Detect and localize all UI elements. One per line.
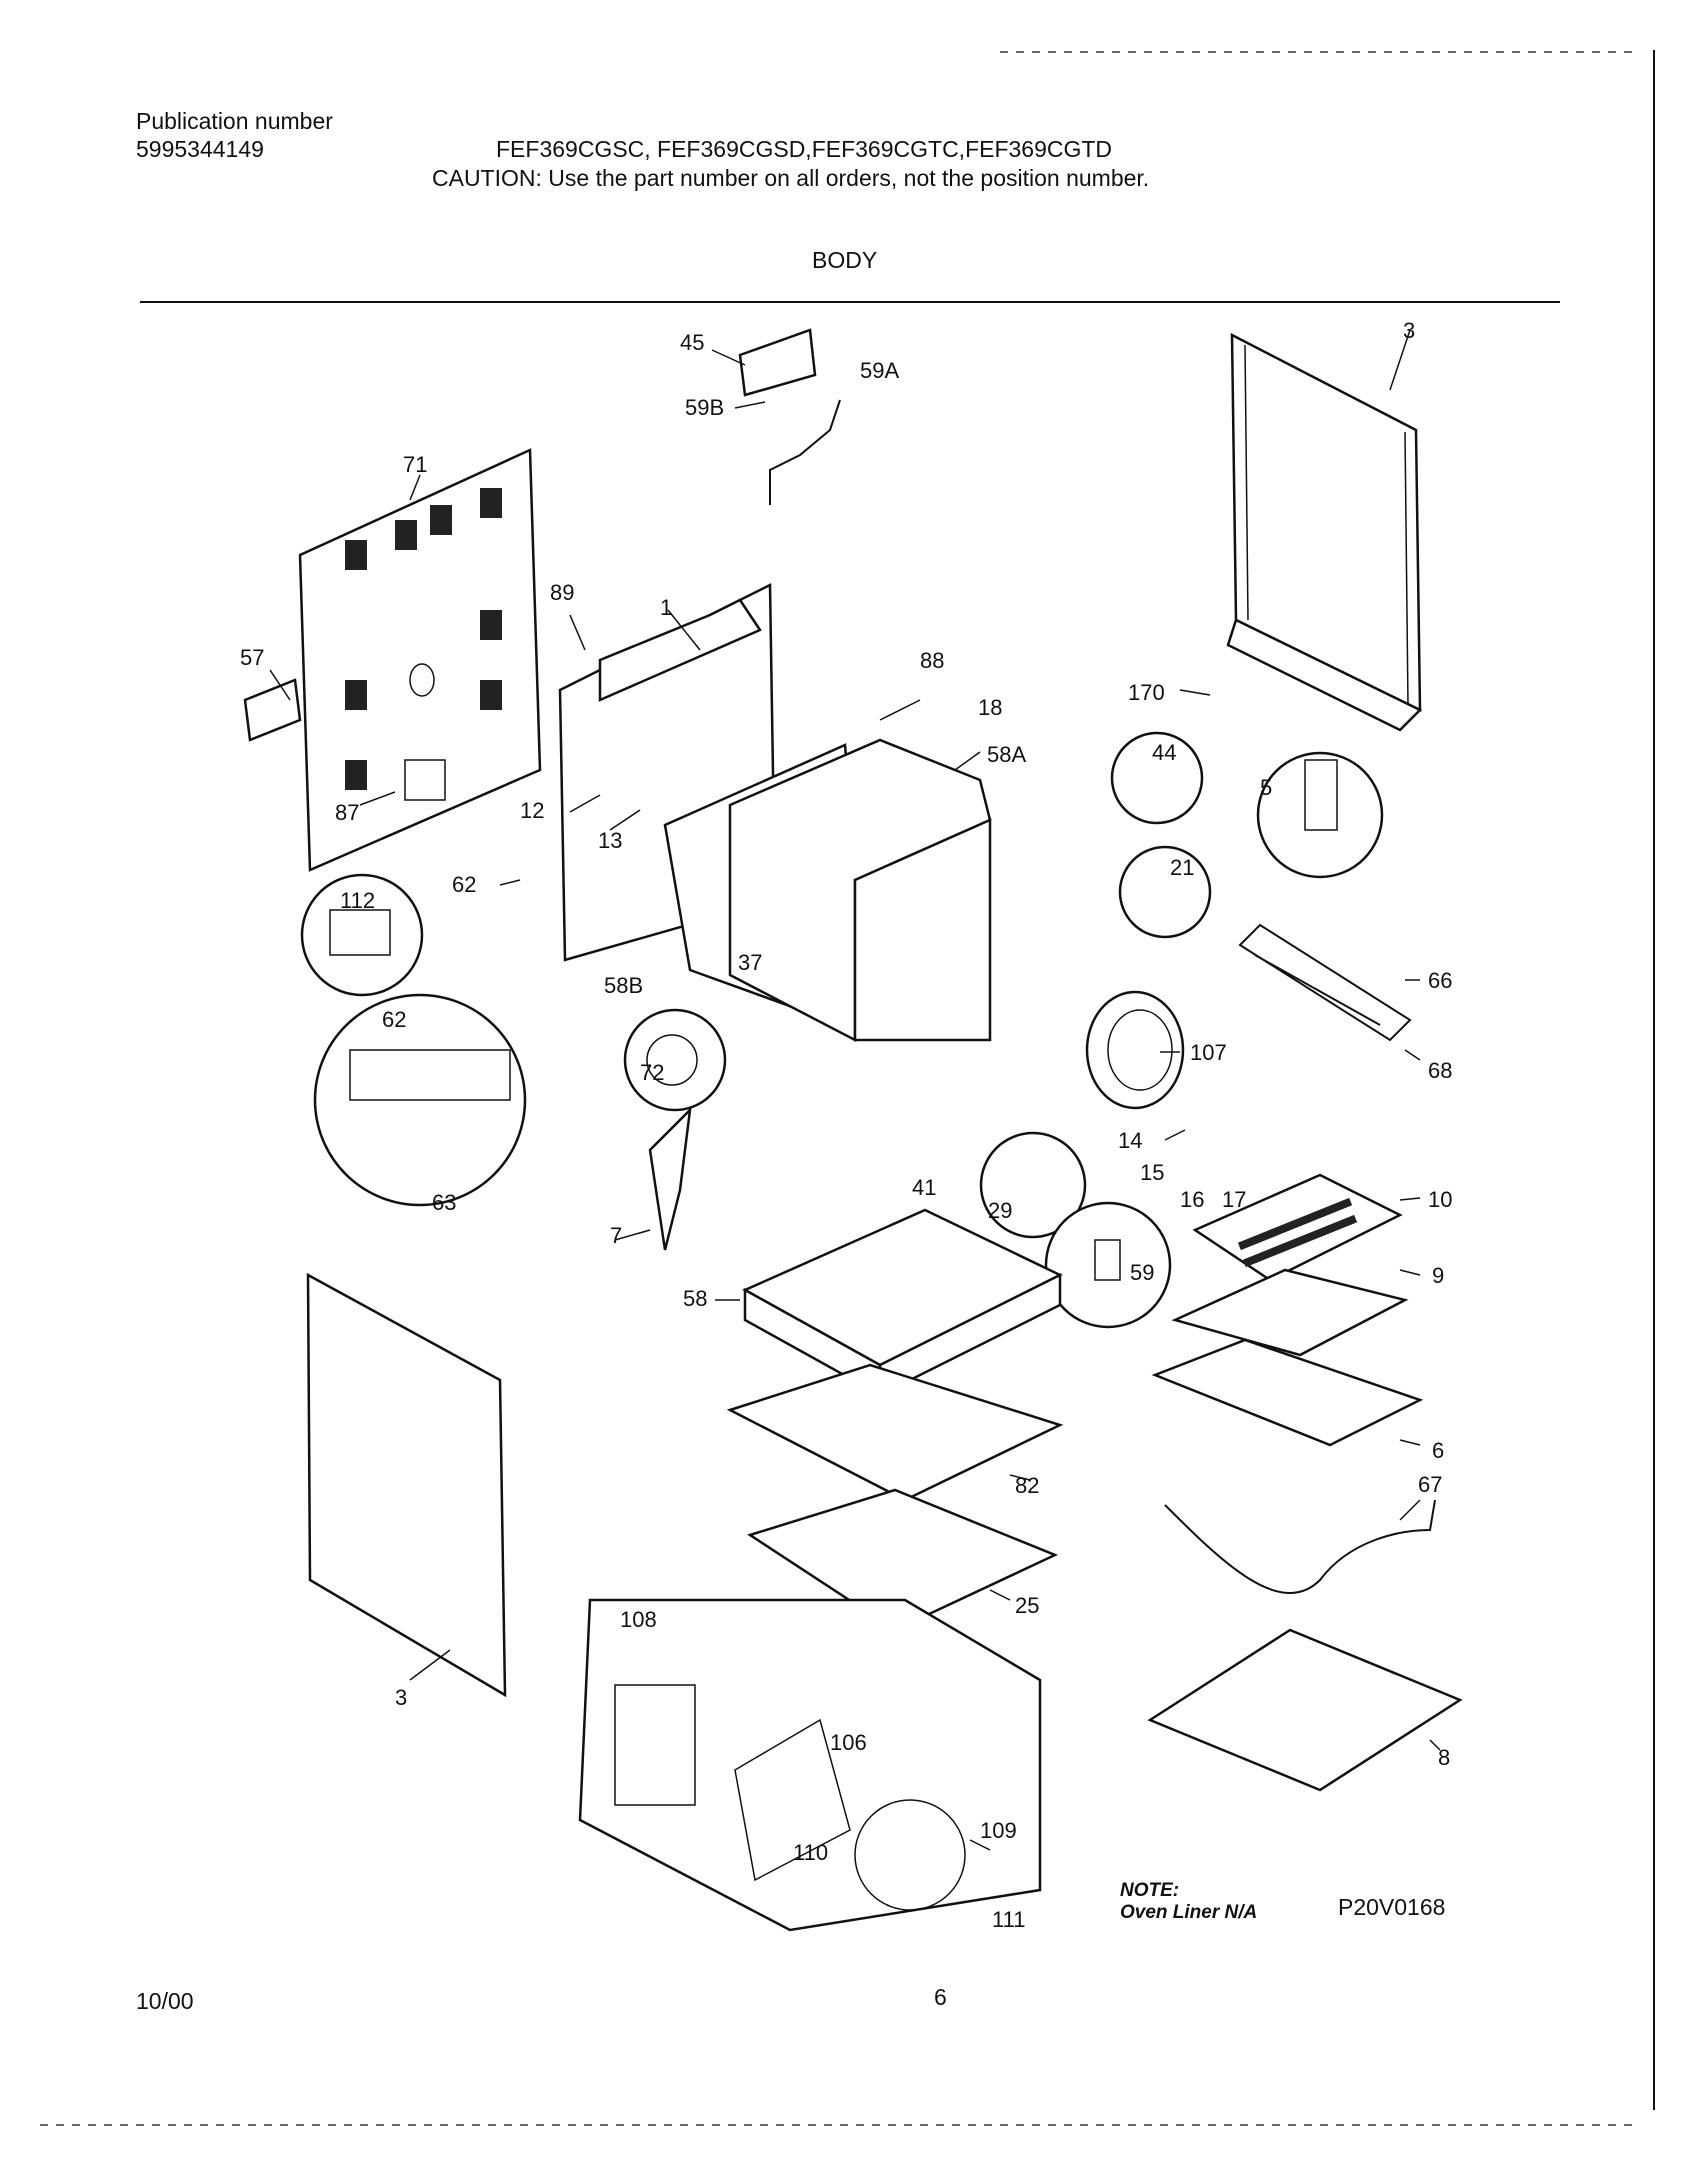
callout-112: 112: [340, 888, 375, 913]
callout-17: 17: [1222, 1187, 1246, 1212]
bottom-cover: [747, 1488, 1059, 1632]
callout-6: 6: [1432, 1438, 1444, 1463]
callout-16: 16: [1180, 1187, 1204, 1212]
callout-15: 15: [1140, 1160, 1164, 1185]
note-text: Oven Liner N/A: [1120, 1902, 1258, 1923]
broil-pan: [1171, 1268, 1409, 1357]
callout-58A: 58A: [987, 742, 1026, 767]
bottom-panel: [726, 1363, 1064, 1502]
note-label: NOTE:: [1120, 1880, 1180, 1901]
leader-lines: [269, 329, 1441, 1851]
callout-labels: 45 59A 59B 3 71 89 1 88 18 58A 170 44 5 …: [240, 318, 1452, 1932]
callout-37: 37: [738, 950, 762, 975]
callout-44: 44: [1152, 740, 1176, 765]
callout-59: 59: [1130, 1260, 1154, 1285]
callout-72: 72: [640, 1060, 664, 1085]
convection-fan-inset: [578, 1598, 1042, 1932]
callout-10: 10: [1428, 1187, 1452, 1212]
small-bracket: [243, 678, 302, 742]
caution-notice: CAUTION: Use the part number on all orde…: [432, 165, 1150, 191]
fan-motor: [614, 1684, 696, 1806]
model-numbers: FEF369CGSC, FEF369CGSD,FEF369CGTC,FEF369…: [496, 136, 1113, 162]
callout-14: 14: [1118, 1128, 1142, 1153]
callout-89: 89: [550, 580, 574, 605]
callout-25: 25: [1015, 1593, 1039, 1618]
side-panel-top: [1226, 332, 1423, 732]
door-hinge: [648, 1106, 692, 1251]
broil-element: [1238, 923, 1412, 1042]
callout-8: 8: [1438, 1745, 1450, 1770]
oven-rack: [1151, 1338, 1424, 1447]
convection-fan-cover: [1085, 990, 1185, 1110]
callout-59A: 59A: [860, 358, 899, 383]
callout-12: 12: [520, 798, 544, 823]
side-panel-bottom: [306, 1272, 507, 1698]
callout-29: 29: [988, 1198, 1012, 1223]
callout-59B: 59B: [685, 395, 724, 420]
leg-screw-detail: [1256, 751, 1384, 879]
publication-number-value: 5995344149: [136, 136, 264, 162]
callout-111: 111: [992, 1907, 1025, 1932]
relay-detail: [300, 873, 424, 997]
callout-3-bottom: 3: [395, 1685, 407, 1710]
light-cover-detail: [623, 1008, 727, 1112]
callout-58: 58: [683, 1286, 707, 1311]
vent-bracket: [738, 328, 817, 397]
callout-21: 21: [1170, 855, 1194, 880]
callout-66: 66: [1428, 968, 1452, 993]
callout-88: 88: [920, 648, 944, 673]
publication-number-label: Publication number: [136, 108, 333, 134]
callout-41: 41: [912, 1175, 936, 1200]
fan-blade: [854, 1799, 966, 1911]
callout-7: 7: [610, 1223, 622, 1248]
callout-82: 82: [1015, 1473, 1039, 1498]
vent-tube-detail: [1044, 1201, 1172, 1329]
leveling-leg-detail: [1110, 731, 1204, 825]
lamp-socket-detail: [979, 1131, 1087, 1239]
broil-pan-insert: [1192, 1173, 1403, 1282]
section-title: BODY: [812, 247, 878, 273]
insulation-blanket: [742, 1208, 1063, 1398]
callout-68: 68: [1428, 1058, 1452, 1083]
callout-107: 107: [1190, 1040, 1227, 1065]
callout-57: 57: [240, 645, 264, 670]
back-panel: [298, 448, 542, 872]
bake-element: [1164, 1499, 1436, 1594]
oven-bottom: [1147, 1628, 1463, 1792]
callout-3-top: 3: [1403, 318, 1415, 343]
callout-67: 67: [1418, 1472, 1442, 1497]
callout-170: 170: [1128, 680, 1165, 705]
callout-9: 9: [1432, 1263, 1444, 1288]
figure-code: P20V0168: [1338, 1894, 1446, 1920]
callout-63: 63: [432, 1190, 456, 1215]
revision-date: 10/00: [136, 1988, 194, 2014]
callout-45: 45: [680, 330, 704, 355]
page-number: 6: [934, 1984, 947, 2010]
callout-71: 71: [403, 452, 427, 477]
callout-5: 5: [1260, 775, 1272, 800]
vent-tube: [769, 399, 841, 505]
callout-110: 110: [793, 1840, 828, 1865]
callout-13: 13: [598, 828, 622, 853]
callout-62-top: 62: [452, 872, 476, 897]
callout-58B: 58B: [604, 973, 643, 998]
callout-18: 18: [978, 695, 1002, 720]
callout-109: 109: [980, 1818, 1017, 1843]
fan-bracket: [734, 1718, 851, 1882]
callout-106: 106: [830, 1730, 867, 1755]
callout-62-detail: 62: [382, 1007, 406, 1032]
callout-87: 87: [335, 800, 359, 825]
clip-detail: [1118, 845, 1212, 939]
callout-1: 1: [660, 595, 672, 620]
callout-108: 108: [620, 1607, 657, 1632]
oven-cavity: [663, 738, 992, 1043]
